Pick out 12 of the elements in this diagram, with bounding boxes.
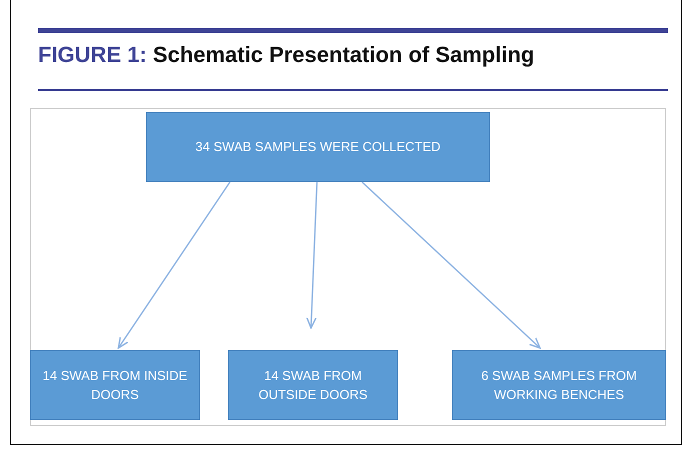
arrow bbox=[306, 182, 318, 329]
box-text: 14 SWAB FROM INSIDE DOORS bbox=[42, 366, 188, 404]
box-text: 6 SWAB SAMPLES FROM WORKING BENCHES bbox=[480, 366, 638, 404]
arrow bbox=[362, 181, 541, 349]
process-box bbox=[30, 350, 200, 420]
process-box bbox=[146, 112, 490, 182]
box-text: 14 SWAB FROM OUTSIDE DOORS bbox=[257, 366, 369, 404]
process-box bbox=[228, 350, 398, 420]
process-box bbox=[452, 350, 666, 420]
arrow bbox=[118, 182, 231, 349]
figure-title: FIGURE 1: Schematic Presentation of Sampling bbox=[38, 42, 536, 68]
box-text: 34 SWAB SAMPLES WERE COLLECTED bbox=[195, 138, 441, 156]
